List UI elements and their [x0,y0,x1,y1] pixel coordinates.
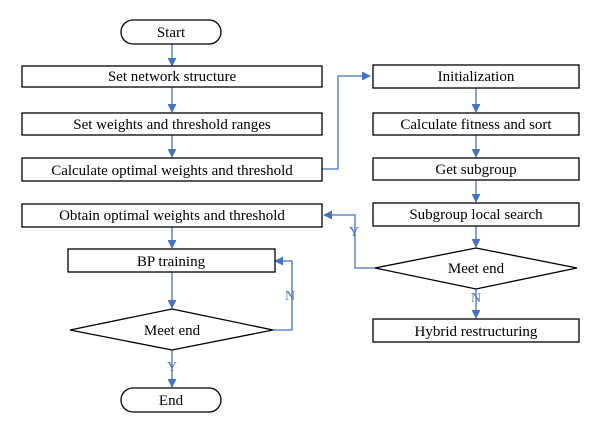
edge-label-left-no: N [285,289,295,304]
calc-fitness-label: Calculate fitness and sort [400,117,552,133]
edge-label-right-yes: Y [349,225,359,240]
calc-optimal-label: Calculate optimal weights and threshold [51,163,293,179]
calc-optimal-box [21,157,323,182]
meet-end-right-decision [374,247,578,290]
obtain-optimal-label: Obtain optimal weights and threshold [59,208,285,224]
get-subgroup-box [372,157,580,181]
subgroup-search-label: Subgroup local search [409,207,543,223]
obtain-optimal-box [21,203,323,228]
set-weights-box [21,112,323,136]
edge-label-right-no: N [471,291,481,306]
edge-label-left-yes: Y [167,360,177,375]
start-label: Start [157,25,186,41]
arrow-calc-to-initialization [322,71,371,170]
hybrid-box [372,318,580,343]
initialization-label: Initialization [438,69,515,85]
meet-end-right-label: Meet end [448,261,505,277]
bp-training-box [67,248,276,273]
get-subgroup-label: Get subgroup [435,162,516,178]
initialization-box [372,64,580,89]
end-terminal [120,387,222,413]
calc-fitness-box [372,112,580,136]
connectors [167,44,481,388]
hybrid-label: Hybrid restructuring [415,324,538,340]
bp-training-label: BP training [137,254,206,270]
arrow-meetend-left-no-to-bp [273,256,293,331]
end-label: End [159,393,184,409]
meet-end-left-decision [69,308,274,351]
arrow-meetend-right-yes-to-obtain [323,210,375,269]
set-weights-label: Set weights and threshold ranges [73,117,271,133]
start-terminal [120,19,222,45]
subgroup-search-box [372,202,580,227]
set-network-label: Set network structure [108,69,237,85]
set-network-box [21,65,323,88]
meet-end-left-label: Meet end [144,323,201,339]
